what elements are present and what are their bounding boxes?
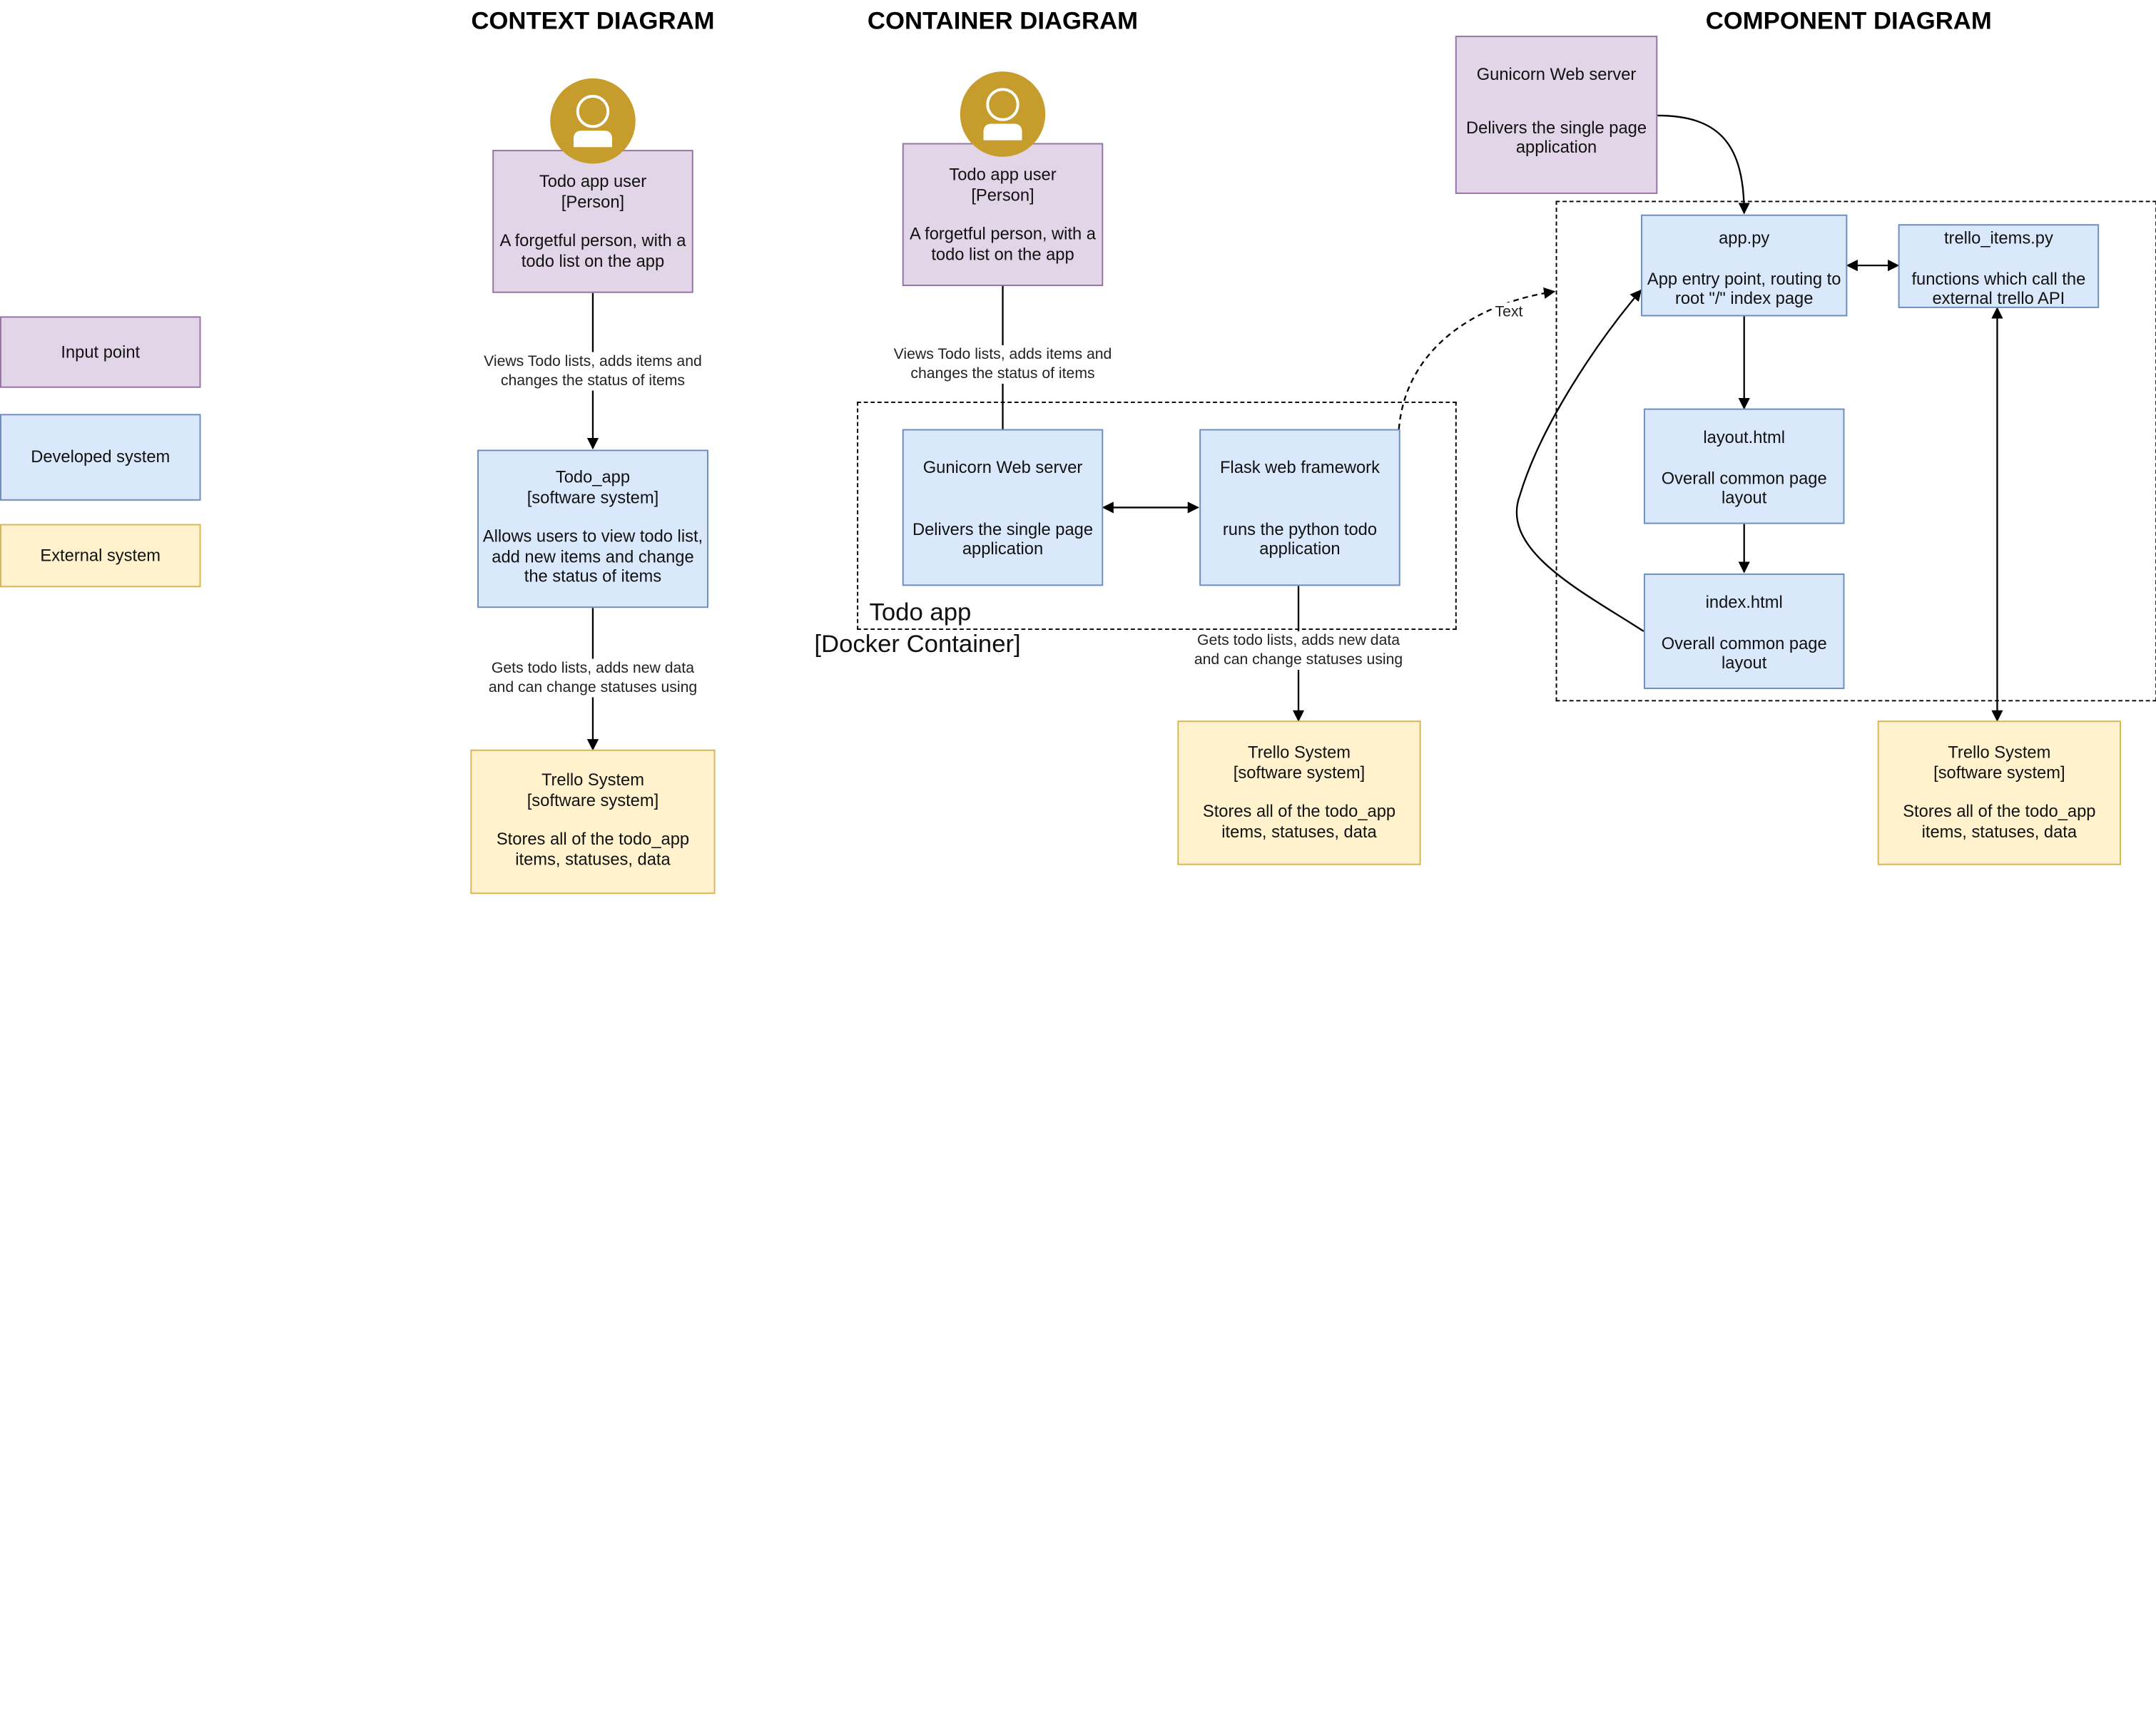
component-app-name: app.py xyxy=(1719,228,1770,248)
container-gunicorn-box: Gunicorn Web server Delivers the single … xyxy=(902,429,1104,586)
container-trello-name: Trello System xyxy=(1247,743,1351,763)
component-gunicorn-desc-2: application xyxy=(1515,138,1597,158)
legend-developed-system: Developed system xyxy=(0,414,201,501)
container-person-glyph xyxy=(983,88,1022,141)
container-flask-box: Flask web framework runs the python todo… xyxy=(1199,429,1400,586)
component-trello-desc-2: items, statuses, data xyxy=(1921,822,2078,842)
docker-container-boundary xyxy=(857,401,1457,631)
docker-container-type: [Docker Container] xyxy=(814,630,1021,658)
component-layout-name: layout.html xyxy=(1703,427,1786,447)
context-trello-box: Trello System [software system] Stores a… xyxy=(470,749,716,895)
component-trello-items-desc-2: external trello API xyxy=(1932,289,2065,309)
component-app-desc-2: root "/" index page xyxy=(1674,289,1814,309)
component-index-desc-1: Overall common page xyxy=(1661,633,1827,653)
container-edge2-line2: and can change statuses using xyxy=(1194,651,1403,669)
component-app-desc-1: App entry point, routing to xyxy=(1647,269,1841,289)
context-user-desc-1: A forgetful person, with a xyxy=(499,231,686,251)
container-trello-desc-2: items, statuses, data xyxy=(1221,822,1377,842)
container-flask-desc-2: application xyxy=(1259,539,1341,559)
legend-developed-label: Developed system xyxy=(31,447,171,467)
legend-input-label: Input point xyxy=(61,342,141,362)
component-diagram-title: COMPONENT DIAGRAM xyxy=(1705,6,1992,35)
context-todo-app-box: Todo_app [software system] Allows users … xyxy=(477,449,708,608)
container-trello-desc-1: Stores all of the todo_app xyxy=(1202,802,1396,822)
container-user-name: Todo app user xyxy=(949,165,1057,185)
container-edge1-line2: changes the status of items xyxy=(910,365,1095,382)
container-gunicorn-name: Gunicorn Web server xyxy=(922,458,1083,478)
context-user-desc-2: todo list on the app xyxy=(521,251,665,271)
context-todo-name: Todo_app xyxy=(555,467,631,487)
container-to-component-dashed-arrow xyxy=(1398,287,1556,429)
context-todo-desc-1: Allows users to view todo list, xyxy=(482,526,703,546)
container-diagram-title: CONTAINER DIAGRAM xyxy=(867,6,1139,35)
container-edge-label-1: Views Todo lists, adds items and changes… xyxy=(892,345,1114,384)
context-trello-desc-2: items, statuses, data xyxy=(515,850,671,870)
component-trello-type: [software system] xyxy=(1933,763,2065,783)
docker-container-name: Todo app xyxy=(869,598,972,626)
container-edge1-line1: Views Todo lists, adds items and xyxy=(893,346,1112,363)
container-gunicorn-desc-1: Delivers the single page xyxy=(912,519,1094,539)
legend-external-system: External system xyxy=(0,524,201,588)
container-edge-label-2: Gets todo lists, adds new data and can c… xyxy=(1192,631,1405,670)
context-edge1-line2: changes the status of items xyxy=(500,372,686,389)
context-edge1-line1: Views Todo lists, adds items and xyxy=(484,353,702,370)
context-person-glyph xyxy=(573,95,612,148)
container-user-desc-1: A forgetful person, with a xyxy=(910,224,1096,244)
component-gunicorn-box: Gunicorn Web server Delivers the single … xyxy=(1455,36,1658,194)
context-edge2-line2: and can change statuses using xyxy=(488,679,698,696)
context-edge2-line1: Gets todo lists, adds new data xyxy=(491,660,695,677)
component-gunicorn-name: Gunicorn Web server xyxy=(1476,64,1637,84)
context-todo-desc-2: add new items and change xyxy=(492,546,694,566)
component-gunicorn-to-app-arrow xyxy=(1657,114,1750,215)
container-trello-box: Trello System [software system] Stores a… xyxy=(1177,720,1421,865)
context-edge-label-1: Views Todo lists, adds items and changes… xyxy=(482,352,703,391)
context-edge-label-2: Gets todo lists, adds new data and can c… xyxy=(487,658,699,698)
component-index-desc-2: layout xyxy=(1722,653,1767,673)
component-index-to-app-arrow xyxy=(1515,289,1644,632)
context-trello-desc-1: Stores all of the todo_app xyxy=(496,829,690,849)
person-icon xyxy=(960,71,1046,157)
container-edge2-line1: Gets todo lists, adds new data xyxy=(1196,632,1400,650)
component-layout-desc-1: Overall common page xyxy=(1661,468,1827,488)
component-trello-desc-1: Stores all of the todo_app xyxy=(1903,802,2096,822)
component-gunicorn-desc-1: Delivers the single page xyxy=(1466,118,1647,138)
component-trello-items-desc-1: functions which call the xyxy=(1911,269,2086,289)
legend-input-point: Input point xyxy=(0,316,201,388)
context-trello-type: [software system] xyxy=(527,790,659,810)
container-gunicorn-desc-2: application xyxy=(962,539,1044,559)
container-trello-type: [software system] xyxy=(1233,763,1366,783)
context-user-box: Todo app user [Person] A forgetful perso… xyxy=(492,150,693,293)
component-trello-items-name: trello_items.py xyxy=(1943,228,2053,248)
component-layout-html-box: layout.html Overall common page layout xyxy=(1643,408,1845,524)
container-edge-text-label: Text xyxy=(1493,302,1525,322)
person-icon xyxy=(550,78,636,164)
container-user-type: [Person] xyxy=(971,185,1034,205)
legend-external-label: External system xyxy=(40,545,161,565)
component-trello-items-box: trello_items.py functions which call the… xyxy=(1898,224,2100,309)
component-index-html-box: index.html Overall common page layout xyxy=(1643,573,1845,689)
container-flask-desc-1: runs the python todo xyxy=(1222,519,1378,539)
component-trello-name: Trello System xyxy=(1948,743,2051,763)
context-todo-type: [software system] xyxy=(527,487,659,507)
context-user-type: [Person] xyxy=(561,192,625,212)
container-flask-name: Flask web framework xyxy=(1219,458,1380,478)
context-todo-desc-3: the status of items xyxy=(524,567,662,587)
container-user-desc-2: todo list on the app xyxy=(931,244,1074,264)
container-user-box: Todo app user [Person] A forgetful perso… xyxy=(902,143,1104,287)
context-trello-name: Trello System xyxy=(541,770,644,790)
context-user-name: Todo app user xyxy=(539,172,647,191)
component-app-py-box: app.py App entry point, routing to root … xyxy=(1641,214,1848,317)
component-layout-desc-2: layout xyxy=(1722,488,1767,508)
component-trello-box: Trello System [software system] Stores a… xyxy=(1877,720,2121,865)
component-index-name: index.html xyxy=(1705,592,1783,612)
context-diagram-title: CONTEXT DIAGRAM xyxy=(471,6,715,35)
